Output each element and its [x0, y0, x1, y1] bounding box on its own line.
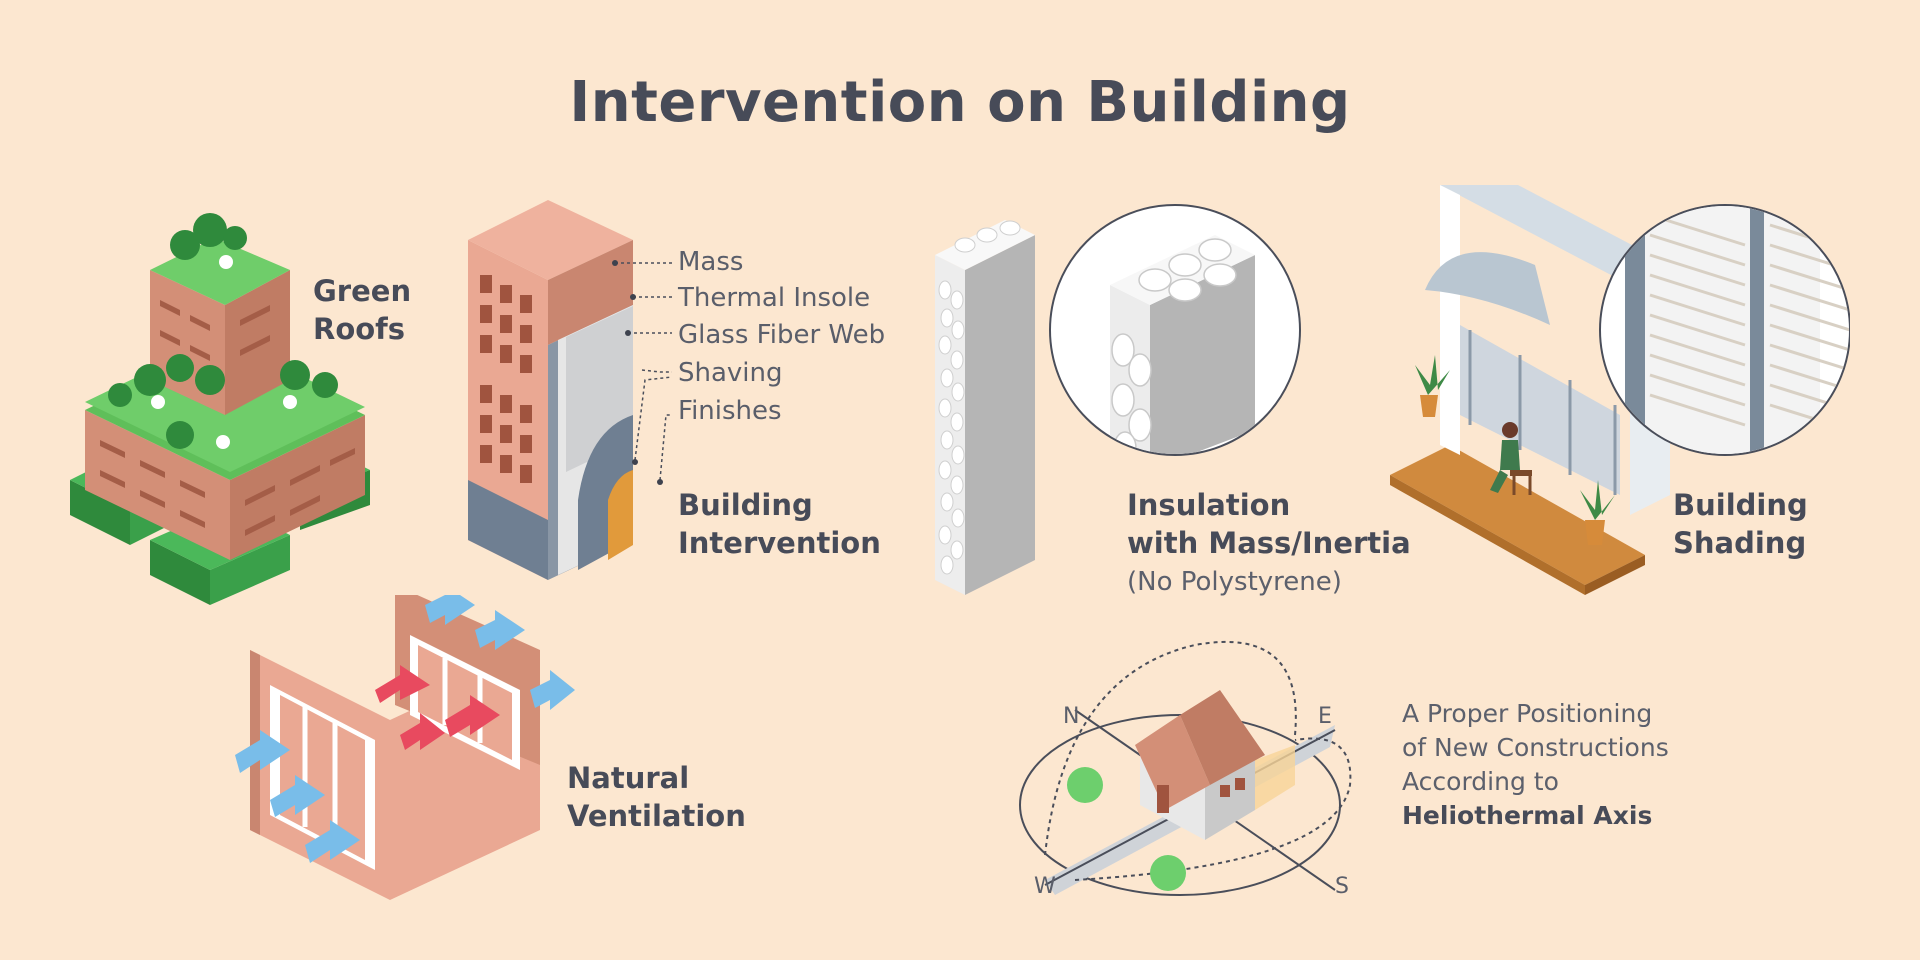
- green-roofs-label: Green Roofs: [313, 272, 411, 348]
- insulation-illustration: [935, 204, 1301, 595]
- heliothermal-line2: of New Constructions: [1402, 733, 1669, 762]
- building-shading-line1: Building: [1673, 488, 1808, 522]
- layer-thermal-insole: Thermal Insole: [678, 283, 871, 313]
- insulation-note: (No Polystyrene): [1127, 563, 1342, 601]
- layer-glass-fiber-web: Glass Fiber Web: [678, 320, 886, 350]
- insulation-note-text: (No Polystyrene): [1127, 567, 1342, 597]
- compass-s: S: [1335, 874, 1349, 899]
- natural-ventilation-line1: Natural: [567, 761, 690, 795]
- building-intervention-line2: Intervention: [678, 526, 881, 560]
- green-roofs-line1: Green: [313, 274, 412, 308]
- building-intervention-line1: Building: [678, 488, 813, 522]
- heliothermal-line4: Heliothermal Axis: [1402, 801, 1653, 830]
- heliothermal-line1: A Proper Positioning: [1402, 699, 1653, 728]
- building-layers-illustration: [468, 200, 633, 580]
- heliothermal-description: A Proper Positioning of New Construction…: [1402, 697, 1669, 833]
- insulation-line1: Insulation: [1127, 488, 1291, 522]
- layer-finishes: Finishes: [678, 396, 782, 426]
- green-roofs-line2: Roofs: [313, 312, 406, 346]
- page-title: Intervention on Building: [569, 70, 1351, 135]
- building-shading-label: Building Shading: [1673, 486, 1808, 562]
- layer-mass: Mass: [678, 247, 744, 277]
- insulation-line2: with Mass/Inertia: [1127, 526, 1411, 560]
- compass-e: E: [1318, 704, 1332, 729]
- building-intervention-label: Building Intervention: [678, 486, 881, 562]
- building-shading-line2: Shading: [1673, 526, 1807, 560]
- natural-ventilation-line2: Ventilation: [567, 799, 746, 833]
- layer-callout-lines: [612, 260, 673, 485]
- insulation-label: Insulation with Mass/Inertia: [1127, 486, 1411, 562]
- layer-shaving: Shaving: [678, 358, 783, 388]
- compass-w: W: [1034, 874, 1056, 899]
- natural-ventilation-label: Natural Ventilation: [567, 759, 746, 835]
- heliothermal-line3: According to: [1402, 767, 1559, 796]
- green-roofs-illustration: [70, 213, 370, 605]
- building-shading-illustration: [1390, 185, 1850, 595]
- natural-ventilation-illustration: [235, 595, 575, 900]
- heliothermal-compass-illustration: [1019, 640, 1352, 896]
- compass-n: N: [1063, 704, 1080, 729]
